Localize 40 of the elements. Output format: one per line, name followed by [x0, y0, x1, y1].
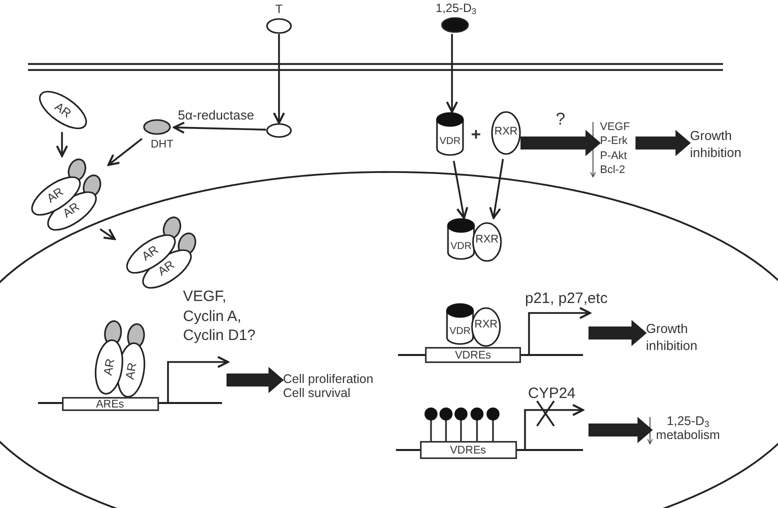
block-arrow [636, 130, 691, 156]
protein-label: AR [102, 358, 116, 376]
arrow [446, 34, 458, 113]
protein-label: AR [124, 362, 138, 380]
arrow [100, 228, 116, 240]
node-text: Growth inhibition [690, 128, 742, 162]
gene-name: CYP24 [528, 384, 576, 404]
protein-label: DHT [150, 140, 174, 150]
protein-label: VDR [439, 137, 461, 147]
arrow [272, 34, 286, 124]
protein-label: RXR [494, 126, 518, 138]
gene-products: VEGF, Cyclin A, Cyclin D1? [183, 287, 257, 346]
block-arrow [520, 130, 601, 156]
protein-label: AR [52, 100, 74, 120]
protein-label: 1,25-D$_{3}$ [436, 2, 476, 14]
protein-label: VDR [450, 242, 472, 252]
protein-label: T [275, 3, 283, 15]
node-text: Cell survival [283, 386, 352, 402]
node-text: Growth inhibition [646, 321, 698, 355]
arrow [107, 138, 143, 166]
arrow [452, 160, 468, 219]
edge-label: ? [554, 110, 566, 128]
protein-label: VDREs [454, 350, 492, 362]
node-text: Cell proliferation [283, 371, 374, 388]
protein-label: VDREs [450, 446, 486, 456]
arrow [489, 158, 504, 219]
node-text: 1,25-D$_{3}$ metabolism [655, 414, 721, 443]
protein-label: RXR [475, 234, 499, 246]
arrow [56, 132, 68, 157]
gene-products: p21, p27,etc [525, 289, 608, 308]
protein-label: RXR [474, 320, 498, 330]
block-arrow [588, 320, 647, 346]
block-arrow [588, 416, 653, 444]
protein-label: AREs [96, 400, 124, 410]
arrow [173, 122, 266, 134]
edge-label: 5α-reductase [176, 108, 256, 122]
node-text: VEGF P-Erk P-Akt Bcl-2 [600, 120, 631, 178]
protein-label: VDR [449, 327, 471, 337]
plus-sign: + [471, 124, 481, 146]
block-arrow [226, 366, 284, 394]
